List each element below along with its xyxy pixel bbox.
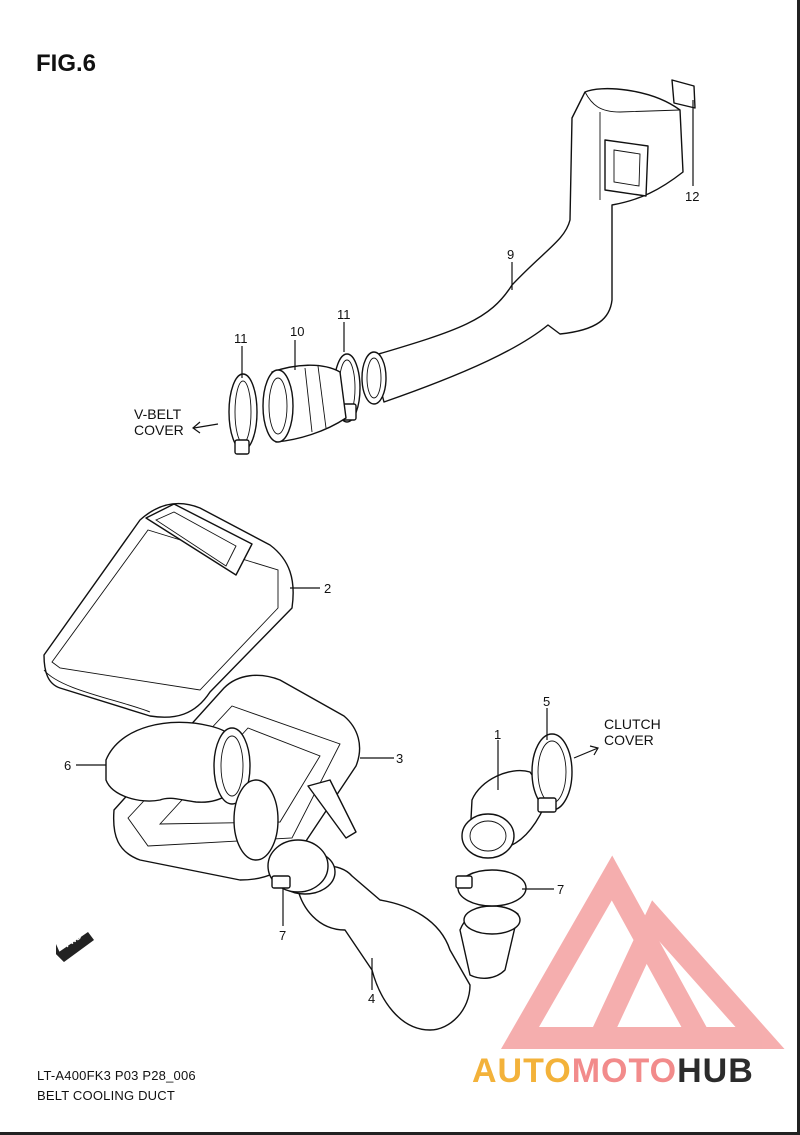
watermark-part1: AUTO xyxy=(472,1052,572,1090)
callout-2: 2 xyxy=(324,581,332,596)
note-clutch-line2: COVER xyxy=(604,732,654,748)
leader-lines xyxy=(76,100,694,990)
callout-4: 4 xyxy=(368,991,376,1006)
note-vbelt-line2: COVER xyxy=(134,422,184,438)
part-7-clamp-left xyxy=(267,839,329,893)
fwd-arrow xyxy=(56,932,94,962)
callout-7-left: 7 xyxy=(279,928,287,943)
callout-3: 3 xyxy=(396,751,404,766)
part-10-gasket xyxy=(228,373,258,455)
callout-8: 9 xyxy=(507,247,515,262)
figure-caption: BELT COOLING DUCT xyxy=(37,1088,175,1103)
part-12-plate xyxy=(671,79,696,109)
note-vbelt-line1: V-BELT xyxy=(134,406,182,422)
figure-title: FIG.6 xyxy=(36,50,97,77)
callout-1: 1 xyxy=(494,727,502,742)
watermark-logo-graphic xyxy=(500,855,785,1049)
watermark-part3: HUB xyxy=(677,1052,754,1090)
callout-10: 11 xyxy=(234,331,248,346)
note-clutch-cover: CLUTCH COVER xyxy=(604,716,661,748)
figure-code: LT-A400FK3 P03 P28_006 xyxy=(37,1068,196,1083)
callout-5: 5 xyxy=(543,694,551,709)
part-5-ring xyxy=(531,733,573,813)
callout-11: 11 xyxy=(337,307,351,322)
callout-7-right: 7 xyxy=(557,882,565,897)
part-2-cover xyxy=(43,502,294,718)
part-6-elbow xyxy=(105,721,279,861)
note-vbelt-cover: V-BELT COVER xyxy=(134,406,184,438)
note-clutch-line1: CLUTCH xyxy=(604,716,661,732)
callout-12: 12 xyxy=(685,189,700,204)
watermark-part2: MOTO xyxy=(571,1052,678,1090)
part-8-duct xyxy=(361,87,684,405)
part-7-clamp-right xyxy=(455,869,527,907)
part-9-boot xyxy=(262,364,347,443)
callout-9: 10 xyxy=(290,324,305,339)
watermark-text: AUTOMOTOHUB xyxy=(472,1052,754,1091)
callout-6: 6 xyxy=(64,758,72,773)
